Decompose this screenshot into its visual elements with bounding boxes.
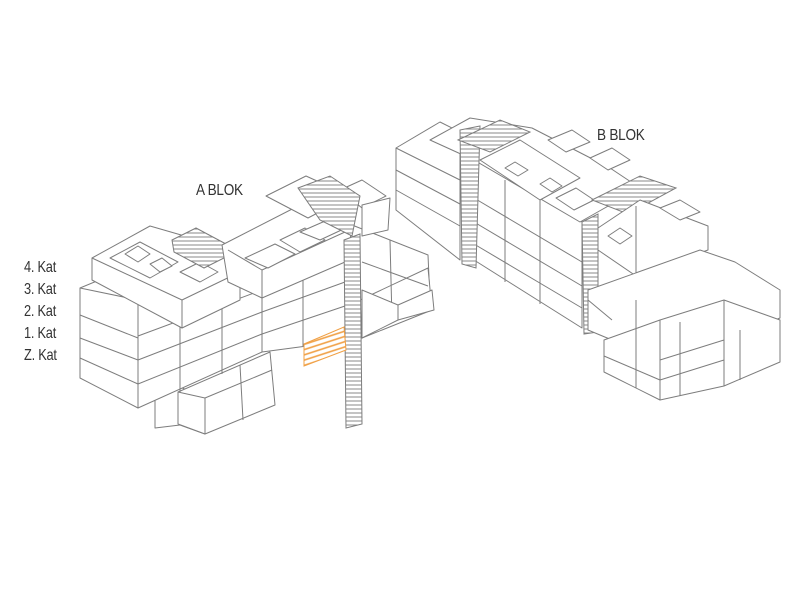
block-b-stair-roof-left (456, 119, 532, 153)
floor-label-2[interactable]: 2. Kat (24, 303, 57, 320)
block-b-right-lower (587, 249, 781, 401)
block-a-stair-roof-right (297, 175, 361, 237)
block-a-building[interactable] (79, 175, 435, 435)
block-a-stair-core (343, 233, 363, 429)
block-b-stair-roof-right (590, 175, 678, 215)
floor-label-ground[interactable]: Z. Kat (24, 347, 57, 364)
floor-label-3[interactable]: 3. Kat (24, 281, 57, 298)
block-b-label: B BLOK (597, 127, 645, 144)
highlighted-unit[interactable] (303, 326, 347, 367)
block-b-building[interactable] (395, 117, 781, 401)
floor-label-4[interactable]: 4. Kat (24, 259, 57, 276)
block-a-front-extension (177, 351, 276, 435)
block-b-stair-core-left (459, 125, 481, 269)
block-a-label: A BLOK (196, 182, 243, 199)
block-b-left-mass (395, 121, 461, 261)
floor-label-1[interactable]: 1. Kat (24, 325, 57, 342)
